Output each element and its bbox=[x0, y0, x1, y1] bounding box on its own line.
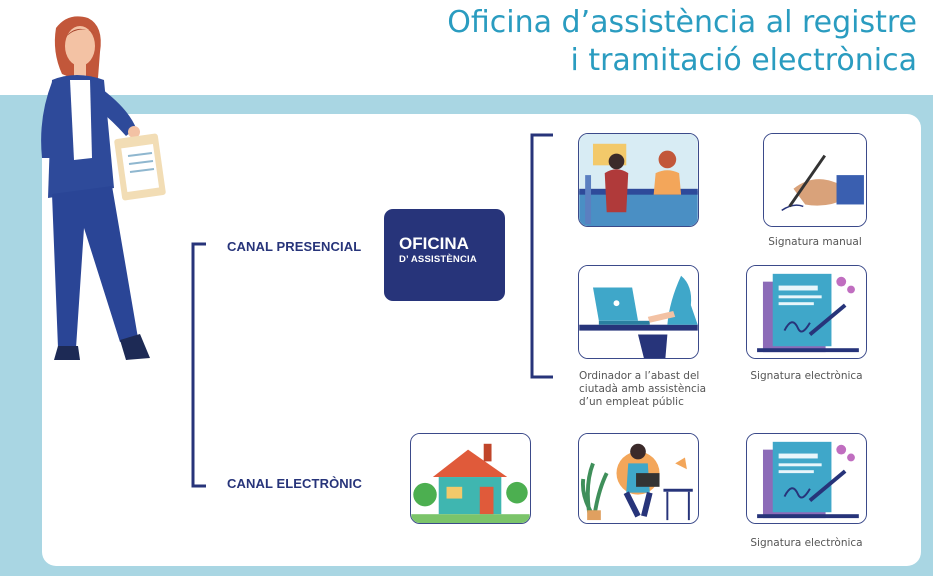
electronic-signature-document-icon bbox=[747, 434, 866, 523]
reception-desk-card bbox=[578, 133, 699, 227]
signatura-electronica-caption-2: Signatura electrònica bbox=[750, 537, 863, 549]
hand-signing-pen-icon bbox=[764, 134, 866, 226]
signatura-electronica-caption-1: Signatura electrònica bbox=[750, 370, 863, 382]
ordinador-caption-line-2: ciutadà amb assistència bbox=[579, 383, 707, 395]
woman-with-clipboard-illustration bbox=[41, 16, 166, 360]
oficina-title: OFICINA bbox=[399, 234, 469, 253]
electronic-signature-document-icon bbox=[747, 266, 866, 358]
page-title: Oficina d’assistència al registre i tram… bbox=[447, 4, 917, 80]
house-card bbox=[410, 433, 531, 524]
ordinador-card bbox=[578, 265, 699, 359]
signatura-electronica-card-2 bbox=[746, 433, 867, 524]
signatura-electronica-card-1 bbox=[746, 265, 867, 359]
title-line-1: Oficina d’assistència al registre bbox=[447, 5, 917, 40]
laptop-assistance-illustration bbox=[579, 266, 698, 358]
house-icon bbox=[411, 434, 530, 523]
oficina-subtitle: D’ ASSISTÈNCIA bbox=[399, 254, 477, 265]
reception-desk-illustration bbox=[579, 134, 698, 226]
channel-bracket bbox=[191, 242, 206, 488]
person-with-laptop-illustration bbox=[579, 434, 698, 523]
signatura-manual-caption: Signatura manual bbox=[768, 236, 862, 248]
ordinador-caption-line-1: Ordinador a l’abast del bbox=[579, 370, 700, 382]
canal-electronic-label: CANAL ELECTRÒNIC bbox=[227, 476, 362, 491]
title-line-2: i tramitació electrònica bbox=[570, 43, 917, 78]
presencial-options-bracket bbox=[530, 133, 553, 379]
ordinador-caption-line-3: d’un empleat públic bbox=[579, 396, 684, 408]
ordinador-caption: Ordinador a l’abast del ciutadà amb assi… bbox=[579, 370, 719, 409]
oficina-assistencia-box: OFICINA D’ ASSISTÈNCIA bbox=[384, 209, 505, 301]
signatura-manual-card bbox=[763, 133, 867, 227]
canal-presencial-label: CANAL PRESENCIAL bbox=[227, 239, 362, 254]
person-laptop-card bbox=[578, 433, 699, 524]
